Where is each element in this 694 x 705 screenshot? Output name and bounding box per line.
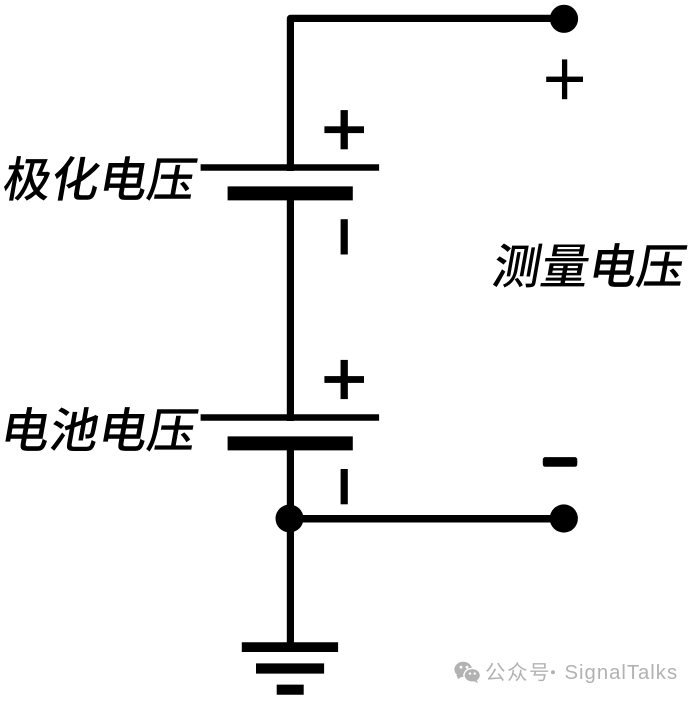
svg-text:SignalTalks: SignalTalks: [565, 662, 679, 684]
